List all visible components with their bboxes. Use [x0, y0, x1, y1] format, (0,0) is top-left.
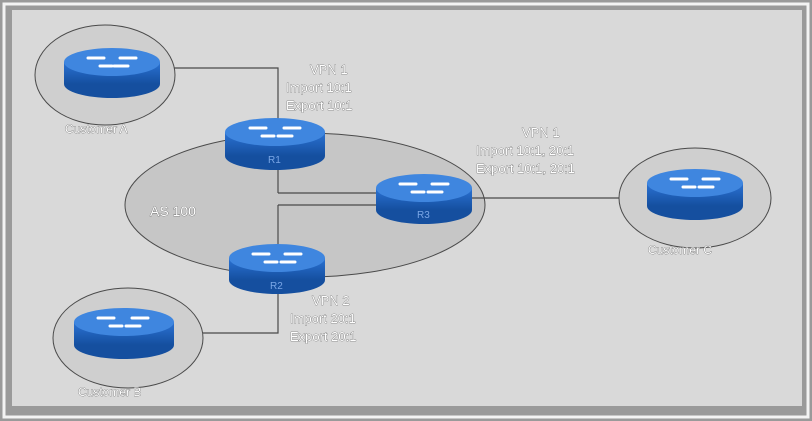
router-r3-label: R3 [417, 210, 430, 221]
customer-c: Customer C [618, 147, 772, 257]
vpn1-right-import: Import 10:1, 20:1 [476, 143, 574, 158]
router-r2: R2 [229, 244, 325, 294]
router-r1: R1 [225, 118, 325, 170]
customer-b: Customer B [52, 287, 204, 399]
customer-b-router-icon [74, 308, 174, 359]
vpn2-block: VPN 2 Import 20:1 Export 20:1 [290, 293, 357, 345]
vpn2-title: VPN 2 [312, 293, 350, 308]
router-r2-label: R2 [270, 281, 283, 292]
customer-c-label: Customer C [648, 243, 712, 257]
vpn1-right-title: VPN 1 [522, 125, 560, 140]
link-customer-b-r2 [177, 290, 279, 334]
vpn1-right-block: VPN 1 Import 10:1, 20:1 Export 10:1, 20:… [476, 125, 576, 177]
vpn1-top-block: VPN 1 Import 10:1 Export 10:1 [286, 62, 353, 114]
vpn2-export: Export 20:1 [290, 329, 357, 344]
router-r3: R3 [376, 174, 472, 224]
customer-a-router-icon [64, 48, 160, 98]
customer-b-label: Customer B [78, 385, 141, 399]
customer-a: Customer A [34, 24, 176, 136]
customer-a-label: Customer A [65, 122, 128, 136]
customer-c-router-icon [647, 169, 743, 220]
router-r1-label: R1 [268, 155, 281, 166]
vpn1-top-export: Export 10:1 [286, 98, 353, 113]
link-customer-a-r1 [160, 67, 279, 120]
vpn1-top-title: VPN 1 [310, 62, 348, 77]
as-100-label: AS 100 [150, 203, 196, 219]
vpn2-import: Import 20:1 [290, 311, 356, 326]
vpn1-right-export: Export 10:1, 20:1 [476, 161, 575, 176]
vpn1-top-import: Import 10:1 [286, 80, 352, 95]
